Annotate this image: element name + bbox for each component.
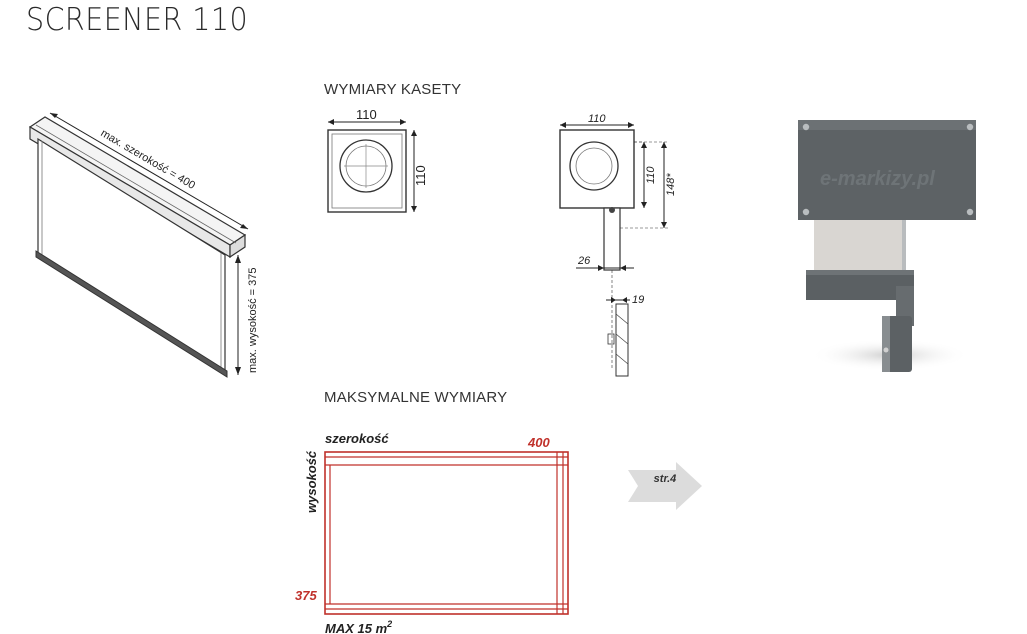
left-width-value: 110 xyxy=(356,108,377,122)
photo-watermark: e-markizy.pl xyxy=(820,168,935,190)
rail-width-value: 19 xyxy=(632,294,644,306)
product-isometric-drawing: max. szerokość = 400 max. wysokość = 375 xyxy=(28,112,259,378)
max-dimensions-heading: MAKSYMALNE WYMIARY xyxy=(324,389,508,406)
height-dimension-label: max. wysokość = 375 xyxy=(247,268,259,373)
right-width-value: 110 xyxy=(588,113,606,125)
cassette-cross-section-right: 110 110 148* 26 19 xyxy=(559,113,677,377)
right-total-height-value: 148* xyxy=(665,173,677,196)
max-area-label: MAX 15 m2 xyxy=(325,619,392,634)
height-label: wysokość xyxy=(304,450,319,513)
max-dimensions-diagram: szerokość 400 wysokość 375 MAX 15 m2 xyxy=(295,431,569,634)
height-value: 375 xyxy=(295,588,317,603)
next-page-arrow-icon[interactable] xyxy=(626,462,704,512)
left-height-value: 110 xyxy=(413,165,428,186)
right-height-value: 110 xyxy=(645,166,657,184)
product-photo: e-markizy.pl xyxy=(798,120,976,372)
cassette-cross-section-left: 110 110 xyxy=(327,108,428,213)
width-value: 400 xyxy=(527,435,550,450)
width-label: szerokość xyxy=(325,431,389,446)
right-offset-value: 26 xyxy=(577,255,591,267)
next-page-label[interactable]: str.4 xyxy=(653,473,677,485)
cassette-dimensions-heading: WYMIARY KASETY xyxy=(324,81,462,98)
page-title: SCREENER 110 xyxy=(26,2,249,38)
